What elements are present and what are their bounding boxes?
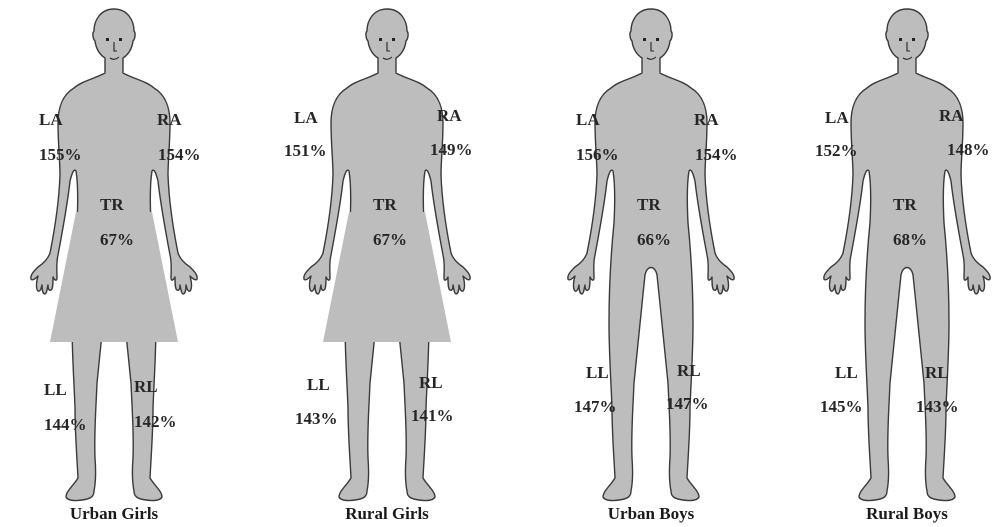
label-ll: LL xyxy=(307,375,330,394)
label-rl: RL xyxy=(134,377,158,396)
figure-urban-boys: LA 156% RA 154% TR 66% LL 147% RL 147% Urban Boys xyxy=(568,9,738,523)
label-tr: TR xyxy=(373,195,397,214)
label-ra: RA xyxy=(694,110,719,129)
label-rl: RL xyxy=(419,373,443,392)
human-silhouette xyxy=(568,9,734,501)
label-ra-pct: 154% xyxy=(158,145,201,164)
figure-caption: Rural Girls xyxy=(345,504,429,523)
label-tr: TR xyxy=(637,195,661,214)
label-ll-pct: 144% xyxy=(44,415,87,434)
label-ra-pct: 148% xyxy=(947,140,990,159)
label-rl-pct: 142% xyxy=(134,412,177,431)
label-la: LA xyxy=(576,110,600,129)
human-silhouette xyxy=(824,9,990,501)
label-rl-pct: 143% xyxy=(916,397,959,416)
label-la: LA xyxy=(39,110,63,129)
label-ra-pct: 154% xyxy=(695,145,738,164)
label-la-pct: 155% xyxy=(39,145,82,164)
figure-caption: Urban Girls xyxy=(70,504,159,523)
label-tr-pct: 67% xyxy=(100,230,134,249)
label-la: LA xyxy=(825,108,849,127)
label-rl: RL xyxy=(677,361,701,380)
label-rl-pct: 147% xyxy=(666,394,709,413)
label-ll: LL xyxy=(44,380,67,399)
label-tr-pct: 66% xyxy=(637,230,671,249)
figure-caption: Rural Boys xyxy=(866,504,948,523)
label-tr-pct: 67% xyxy=(373,230,407,249)
label-tr-pct: 68% xyxy=(893,230,927,249)
figure-caption: Urban Boys xyxy=(608,504,695,523)
label-ll: LL xyxy=(586,363,609,382)
label-ra: RA xyxy=(939,106,964,125)
label-tr: TR xyxy=(100,195,124,214)
label-ra: RA xyxy=(437,106,462,125)
label-ra-pct: 149% xyxy=(430,140,473,159)
label-rl: RL xyxy=(925,363,949,382)
label-ll-pct: 147% xyxy=(574,397,617,416)
label-ll: LL xyxy=(835,363,858,382)
figure-urban-girls: LA 155% RA 154% TR 67% LL 144% RL 142% Urban Girls xyxy=(31,9,201,523)
label-ll-pct: 143% xyxy=(295,409,338,428)
label-tr: TR xyxy=(893,195,917,214)
figure-rural-girls: LA 151% RA 149% TR 67% LL 143% RL 141% Rural Girls xyxy=(284,9,473,523)
label-rl-pct: 141% xyxy=(411,406,454,425)
label-la: LA xyxy=(294,108,318,127)
label-la-pct: 156% xyxy=(576,145,619,164)
label-la-pct: 152% xyxy=(815,141,858,160)
figure-rural-boys: LA 152% RA 148% TR 68% LL 145% RL 143% Rural Boys xyxy=(815,9,990,523)
label-ra: RA xyxy=(157,110,182,129)
label-ll-pct: 145% xyxy=(820,397,863,416)
label-la-pct: 151% xyxy=(284,141,327,160)
